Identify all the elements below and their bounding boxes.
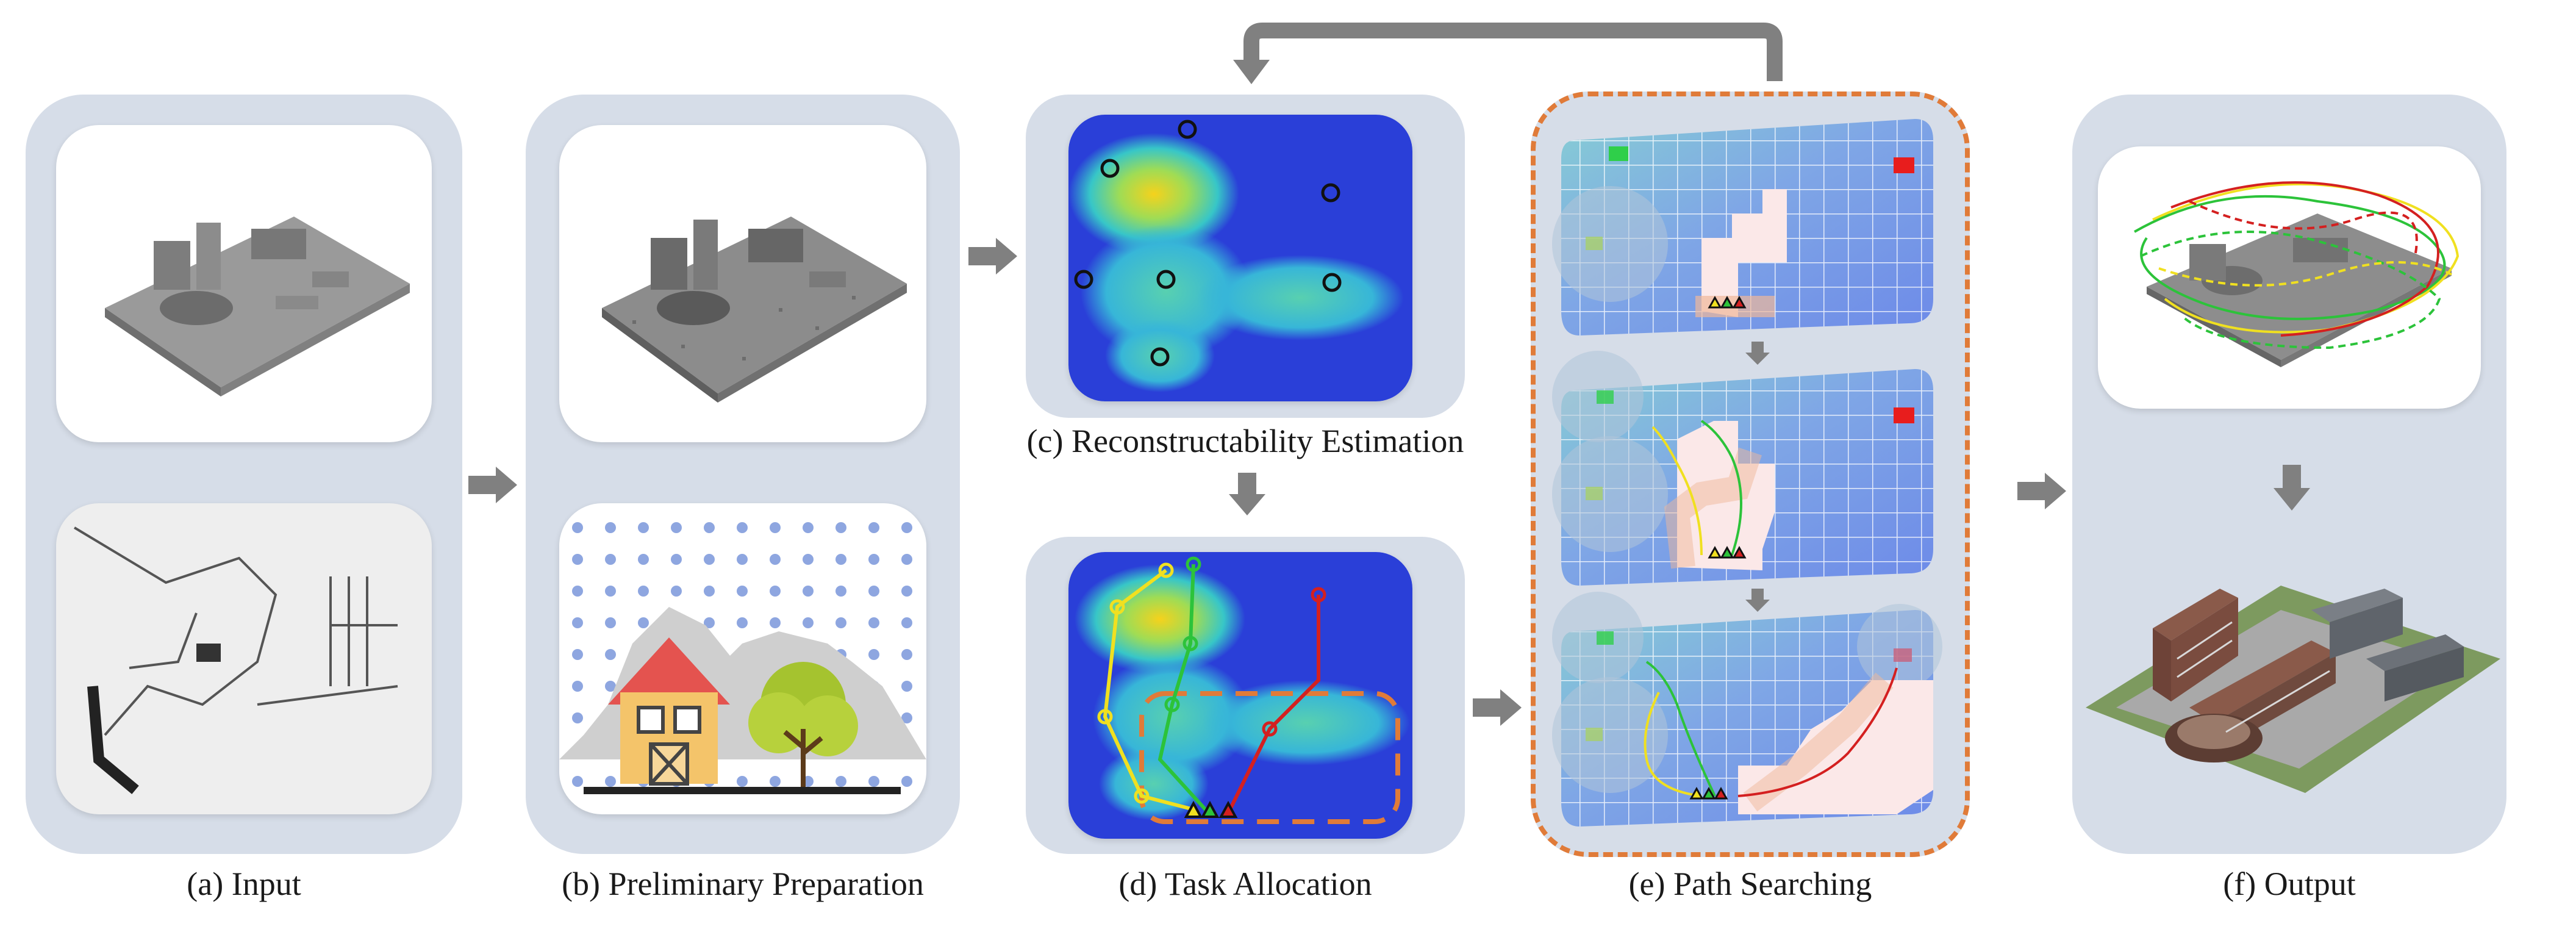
input-floorplan-card — [56, 503, 432, 814]
allocation-card — [1068, 552, 1412, 839]
textured-building-model-icon — [2086, 586, 2500, 793]
path-search-step-3 — [1552, 592, 1942, 827]
caption-preparation: (b) Preliminary Preparation — [562, 866, 924, 902]
prep-sampling-card — [559, 503, 926, 814]
caption-output: (f) Output — [2223, 866, 2356, 902]
input-mesh-card — [56, 125, 432, 442]
floor-plan-map-icon — [73, 526, 398, 794]
arrow-right-icon — [1473, 689, 1522, 726]
path-search-step-1 — [1552, 119, 1933, 335]
drone-trajectories-icon — [2134, 181, 2460, 367]
task-allocation-map — [1068, 552, 1412, 839]
path-search-step-2 — [1552, 351, 1933, 586]
arrow-down-icon — [1229, 473, 1265, 515]
arrow-right-icon — [968, 238, 1017, 274]
sample-grid-farmhouse-icon — [559, 522, 926, 794]
caption-input: (a) Input — [187, 866, 301, 902]
arrow-down-icon — [1745, 589, 1770, 612]
arrow-down-icon — [2274, 465, 2310, 511]
arrow-right-icon — [468, 467, 517, 503]
heatmap-card — [1068, 115, 1412, 401]
3d-mesh-model-icon — [105, 217, 410, 396]
caption-estimation: (c) Reconstructability Estimation — [1026, 423, 1464, 459]
output-trajectories-card — [2098, 146, 2481, 409]
reconstructability-heatmap — [1068, 115, 1412, 401]
feedback-loop-arrow-icon — [1233, 23, 1783, 84]
caption-allocation: (d) Task Allocation — [1118, 866, 1372, 902]
arrow-right-icon — [2017, 473, 2066, 509]
arrow-down-icon — [1745, 342, 1770, 365]
noisy-mesh-model-icon — [602, 217, 907, 403]
prep-mesh-card — [559, 125, 926, 442]
caption-path-searching: (e) Path Searching — [1628, 866, 1872, 902]
